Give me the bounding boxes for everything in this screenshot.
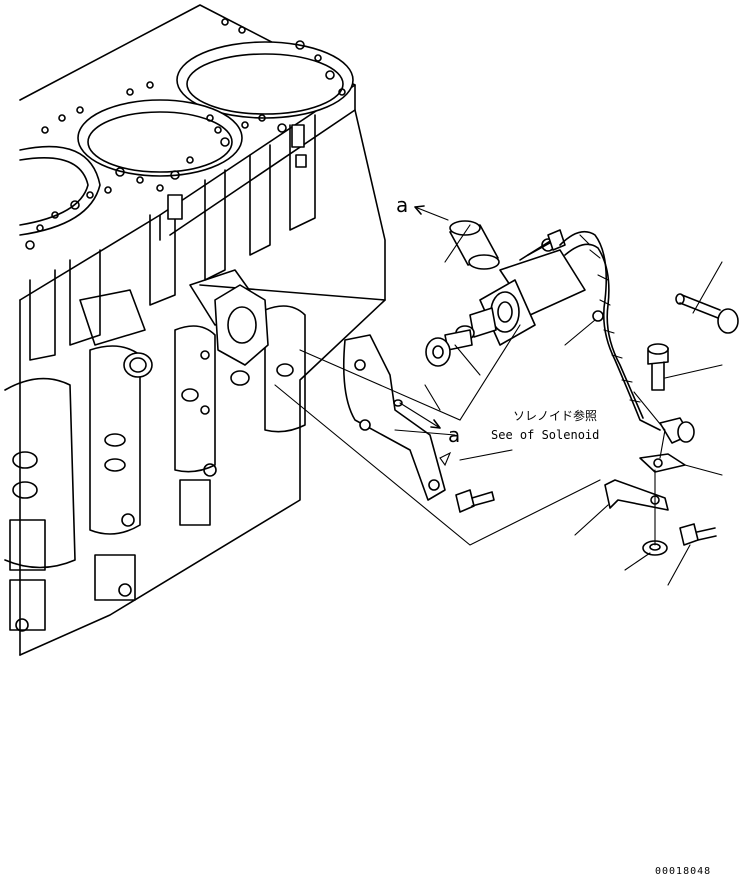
plunger-joint (426, 326, 474, 366)
engine-block (5, 5, 385, 655)
wire-clamp (640, 454, 685, 472)
wire-harness (560, 232, 694, 443)
bearing-caps (5, 306, 305, 631)
lower-bracket (605, 480, 668, 510)
block-mounting-boss (124, 285, 268, 414)
bracket-bolt (456, 490, 494, 512)
labels: a a ソレノイド参照 See of Solenoid 00018048 (396, 193, 711, 877)
leader-lines (275, 206, 722, 585)
spacer-pin (450, 221, 499, 269)
ref-letter-a-top: a (396, 193, 408, 217)
ref-letter-a-side: a (448, 423, 460, 447)
drawing-code: 00018048 (655, 866, 711, 877)
right-bolt-upper (676, 294, 738, 333)
gasket-holes (26, 19, 345, 249)
solenoid-ref-en: See of Solenoid (491, 428, 599, 442)
solenoid-bracket (344, 335, 445, 500)
lower-bolt (680, 524, 716, 545)
solenoid-ref-jp: ソレノイド参照 (513, 408, 597, 423)
cylinder-bore (78, 100, 242, 176)
solenoid-assembly (344, 221, 738, 555)
right-bolt-vertical (648, 344, 668, 390)
block-ribs (30, 115, 315, 360)
